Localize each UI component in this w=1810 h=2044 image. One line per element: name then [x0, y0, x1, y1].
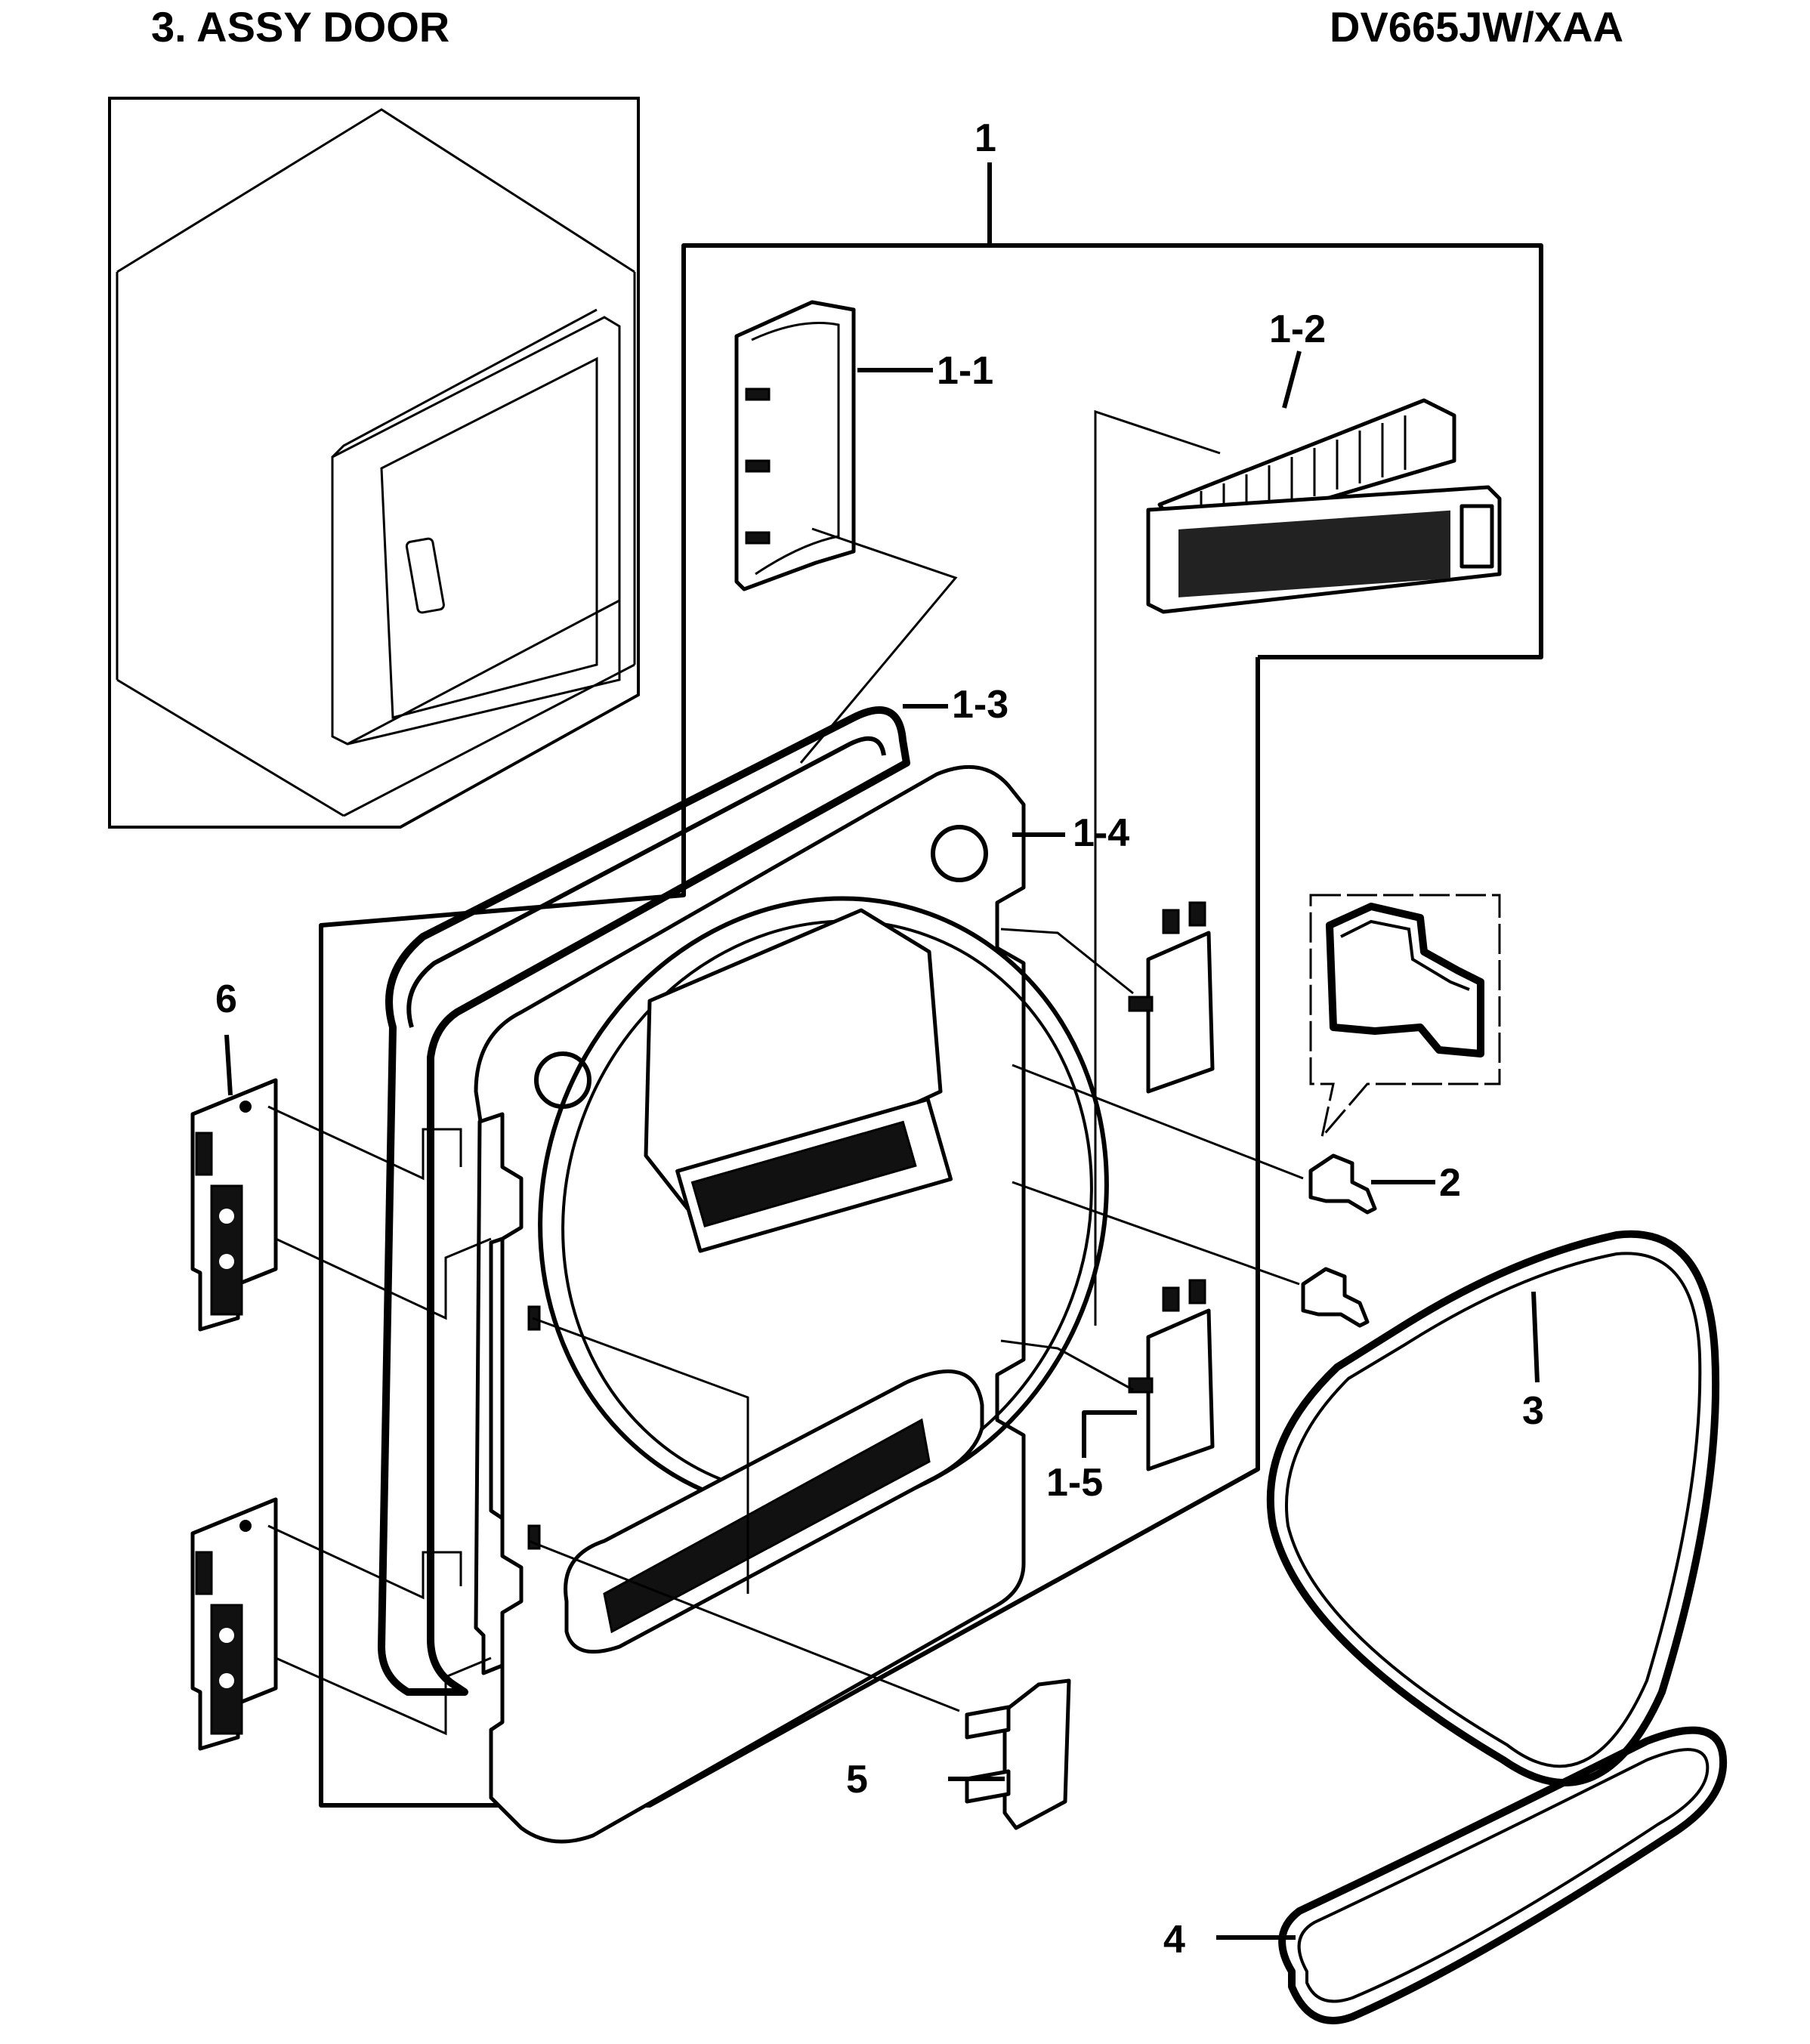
door-seal-part: [378, 706, 910, 1696]
callout-leaders: [224, 350, 1540, 1940]
clip-lower-part: [1128, 1279, 1215, 1471]
inner-door-part: [474, 764, 1109, 1844]
hinge-lower-part: [190, 1497, 278, 1751]
callout-4: 4: [1163, 1918, 1185, 1962]
hinge-mount-frame: [474, 1112, 524, 1675]
callout-1-5: 1-5: [1046, 1461, 1103, 1505]
seal-ring-part: [1278, 1726, 1728, 2024]
callout-1-4: 1-4: [1073, 811, 1129, 855]
latch-lower-part: [1301, 1267, 1370, 1328]
callout-5: 5: [846, 1758, 868, 1802]
latch-upper-part: [1308, 1153, 1377, 1215]
gasket-ring-part: [1266, 1230, 1720, 1786]
dryer-overview-inset: [108, 97, 640, 829]
callout-1-3: 1-3: [952, 683, 1008, 727]
callout-1-1: 1-1: [937, 349, 993, 393]
clip-upper-part: [1128, 901, 1215, 1094]
callout-6: 6: [215, 977, 237, 1021]
section-title: 3. ASSY DOOR: [151, 3, 449, 51]
door-handle-part: [734, 300, 958, 764]
callout-1: 1: [974, 116, 996, 160]
latch-detail-bubble: [1309, 894, 1501, 1138]
assembly-1-bracket: [319, 243, 1543, 1808]
callout-3: 3: [1522, 1389, 1544, 1433]
lint-filter-part: [1094, 398, 1502, 1326]
callout-1-2: 1-2: [1269, 307, 1326, 351]
door-catch-part: [965, 1678, 1071, 1830]
hinge-upper-part: [190, 1078, 278, 1332]
model-number: DV665JW/XAA: [1330, 3, 1623, 51]
callout-2: 2: [1439, 1161, 1461, 1205]
